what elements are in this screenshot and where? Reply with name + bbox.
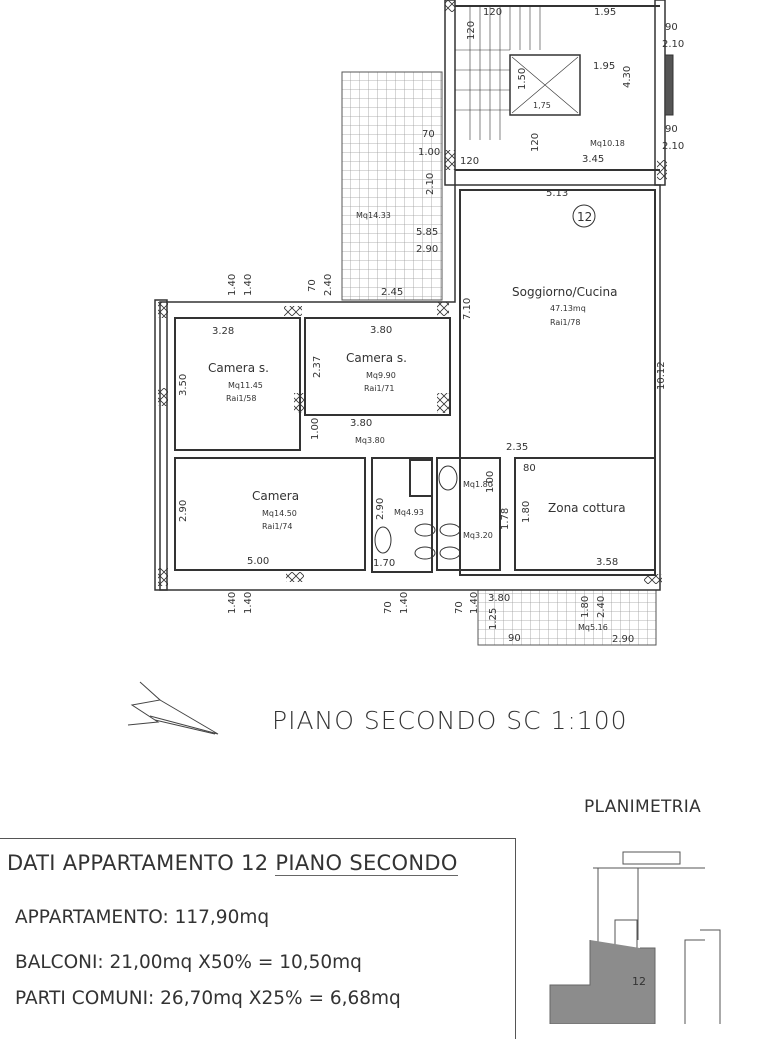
svg-text:1.40: 1.40 (243, 274, 254, 296)
unit-number: 12 (577, 210, 592, 224)
svg-text:120: 120 (483, 7, 502, 18)
svg-text:120: 120 (460, 156, 479, 167)
unit-number-circle (572, 204, 596, 228)
site-plan-unit: 12 (632, 975, 646, 988)
data-box-heading: DATI APPARTAMENTO 12 PIANO SECONDO (7, 851, 458, 876)
lift-area: 1,75 (533, 101, 551, 110)
dimension-labels: 120 1.95 1.95 90 2.10 90 2.10 70 1.00 12… (178, 7, 684, 645)
row-apartment: APPARTAMENTO: 117,90mq (15, 907, 270, 928)
svg-text:2.90: 2.90 (178, 500, 189, 522)
svg-text:2.37: 2.37 (312, 356, 323, 378)
heading-underlined: PIANO SECONDO (275, 851, 458, 876)
row-balconies: BALCONI: 21,00mq X50% = 10,50mq (15, 952, 362, 973)
svg-text:90: 90 (665, 22, 678, 33)
stair-block (444, 0, 674, 186)
svg-text:1.95: 1.95 (593, 61, 615, 72)
living-ratio: Rai1/78 (550, 318, 580, 327)
svg-text:1.40: 1.40 (227, 592, 238, 614)
bedroom2-ratio: Rai1/71 (364, 384, 394, 393)
svg-text:3.45: 3.45 (582, 154, 604, 165)
stair-area: Mq10.18 (590, 139, 625, 148)
svg-text:3.50: 3.50 (178, 374, 189, 396)
svg-text:5.85: 5.85 (416, 227, 438, 238)
svg-text:2.90: 2.90 (612, 634, 634, 645)
balcony-bottom-area: Mq5.16 (578, 623, 608, 632)
corridor-area: Mq3.80 (355, 436, 385, 445)
apartment-data-box: DATI APPARTAMENTO 12 PIANO SECONDO APPAR… (0, 838, 516, 1039)
svg-text:70: 70 (422, 129, 435, 140)
svg-text:3.80: 3.80 (370, 325, 392, 336)
svg-text:1.40: 1.40 (243, 592, 254, 614)
bath3-area: Mq3.20 (463, 531, 493, 540)
svg-text:120: 120 (466, 21, 477, 40)
kitchen-name: Zona cottura (548, 501, 626, 515)
svg-text:1.25: 1.25 (488, 608, 499, 630)
bedroom3-area: Mq14.50 (262, 509, 297, 518)
svg-text:2.40: 2.40 (323, 274, 334, 296)
svg-text:1.00: 1.00 (310, 418, 321, 440)
svg-text:70: 70 (307, 279, 318, 292)
svg-text:90: 90 (508, 633, 521, 644)
svg-text:2.10: 2.10 (425, 173, 436, 195)
svg-text:3.80: 3.80 (350, 418, 372, 429)
svg-text:1.50: 1.50 (517, 68, 528, 90)
bedroom1-name: Camera s. (208, 361, 269, 375)
svg-text:1.00: 1.00 (485, 471, 496, 493)
bedroom3-name: Camera (252, 489, 299, 503)
site-plan-map (549, 851, 721, 1024)
svg-text:3.28: 3.28 (212, 326, 234, 337)
wall-hatches (158, 0, 667, 586)
bedroom1-area: Mq11.45 (228, 381, 263, 390)
bath1-area: Mq4.93 (394, 508, 424, 517)
bath2-area: Mq1.80 (463, 480, 493, 489)
svg-text:5.00: 5.00 (247, 556, 269, 567)
svg-text:2.90: 2.90 (416, 244, 438, 255)
svg-text:3.58: 3.58 (596, 557, 618, 568)
svg-text:1.78: 1.78 (500, 508, 511, 530)
bedroom1-ratio: Rai1/58 (226, 394, 256, 403)
bedroom2-name: Camera s. (346, 351, 407, 365)
svg-text:2.40: 2.40 (596, 596, 607, 618)
svg-text:70: 70 (454, 601, 465, 614)
svg-text:1.95: 1.95 (594, 7, 616, 18)
living-name: Soggiorno/Cucina (512, 285, 617, 299)
svg-text:4.30: 4.30 (622, 66, 633, 88)
walls (154, 184, 661, 591)
svg-text:2.35: 2.35 (506, 442, 528, 453)
balcony-top-area: Mq14.33 (356, 211, 391, 220)
site-plan-label: PLANIMETRIA (584, 797, 702, 817)
svg-text:1.40: 1.40 (227, 274, 238, 296)
svg-text:7.10: 7.10 (462, 298, 473, 320)
heading-prefix: DATI APPARTAMENTO 12 (7, 851, 276, 875)
svg-text:2.10: 2.10 (662, 39, 684, 50)
svg-text:120: 120 (530, 133, 541, 152)
north-arrow-icon (127, 681, 219, 735)
balcony-bottom (477, 589, 657, 646)
svg-text:2.90: 2.90 (375, 498, 386, 520)
svg-text:10.12: 10.12 (656, 361, 667, 390)
living-area: 47.13mq (550, 304, 586, 313)
row-common-parts: PARTI COMUNI: 26,70mq X25% = 6,68mq (15, 988, 401, 1009)
svg-text:2.45: 2.45 (381, 287, 403, 298)
svg-text:70: 70 (383, 601, 394, 614)
svg-text:3.80: 3.80 (488, 593, 510, 604)
bedroom3-ratio: Rai1/74 (262, 522, 292, 531)
svg-text:1.00: 1.00 (418, 147, 440, 158)
plan-title: PIANO SECONDO SC 1:100 (272, 706, 628, 735)
svg-text:2.10: 2.10 (662, 141, 684, 152)
svg-text:1.80: 1.80 (521, 501, 532, 523)
svg-text:1.70: 1.70 (373, 558, 395, 569)
svg-text:5.13: 5.13 (546, 188, 568, 199)
svg-text:1.40: 1.40 (399, 592, 410, 614)
svg-text:1.80: 1.80 (580, 596, 591, 618)
svg-text:90: 90 (665, 124, 678, 135)
svg-text:1.40: 1.40 (469, 592, 480, 614)
balcony-top (341, 71, 443, 301)
svg-text:80: 80 (523, 463, 536, 474)
bedroom2-area: Mq9.90 (366, 371, 396, 380)
